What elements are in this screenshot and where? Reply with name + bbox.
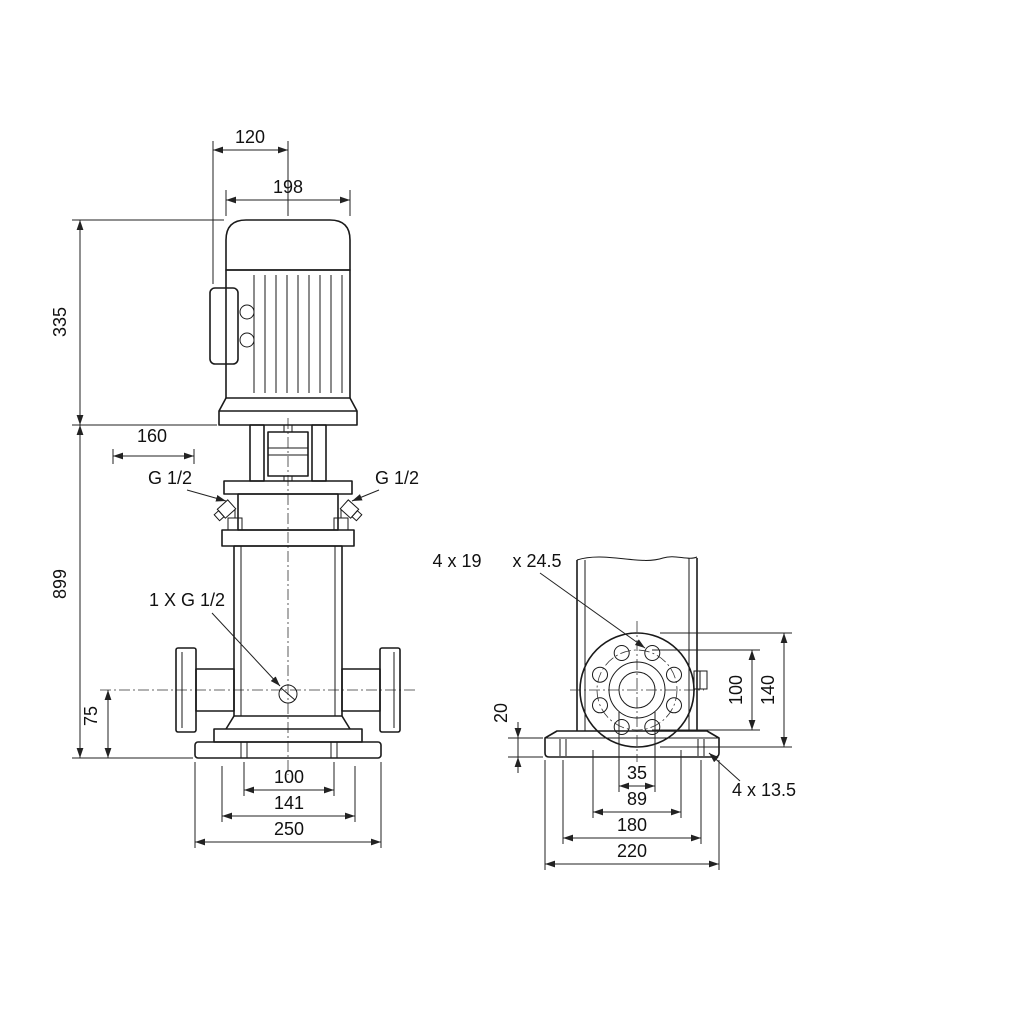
label-drain: 1 X G 1/2 (149, 590, 281, 687)
dim-label-100-side: 100 (726, 675, 746, 705)
cable-entry-hole (239, 332, 255, 348)
label-base-holes: 4 x 13.5 (708, 752, 796, 800)
base-holes-label: 4 x 13.5 (732, 780, 796, 800)
motor (209, 219, 358, 426)
dim-label-180: 180 (617, 815, 647, 835)
dim-label-198: 198 (273, 177, 303, 197)
dim-label-899: 899 (50, 569, 70, 599)
counterbore-label: x 24.5 (512, 551, 561, 571)
suction-flange (175, 647, 235, 733)
front-view: 120 198 335 899 160 G 1/2 (50, 127, 419, 848)
dim-flange-od-140: 140 (660, 632, 792, 748)
dim-label-250: 250 (274, 819, 304, 839)
dim-motor-top-width: 120 (212, 127, 289, 284)
dim-label-335: 335 (50, 307, 70, 337)
chamber-stack (233, 545, 343, 717)
dim-mid-89: 89 (592, 750, 682, 818)
motor-cooling-fins (253, 275, 343, 393)
drain-label: 1 X G 1/2 (149, 590, 225, 610)
dim-base-100: 100 (243, 762, 335, 796)
dim-label-220: 220 (617, 841, 647, 861)
dim-label-141: 141 (274, 793, 304, 813)
dim-base-250: 250 (194, 762, 382, 848)
dim-bore-35: 35 (618, 712, 656, 792)
dim-base-width-220: 220 (544, 760, 720, 870)
flange-holes-label: 4 x 19 (432, 551, 481, 571)
dim-base-141: 141 (221, 766, 356, 822)
bolt-circle (596, 649, 678, 731)
terminal-box (209, 287, 239, 365)
dim-holes-180: 180 (562, 760, 702, 844)
side-base (544, 730, 720, 758)
plug-label-right: G 1/2 (375, 468, 419, 488)
dim-label-75: 75 (81, 706, 101, 726)
flange-bolt-holes (592, 645, 682, 735)
side-view: 4 x 19 x 24.5 20 100 140 (432, 551, 796, 870)
vent-plug-left (213, 499, 237, 522)
dim-motor-diameter: 198 (225, 177, 351, 216)
coupling (267, 431, 309, 477)
staybolt-nut-right (333, 517, 349, 531)
dim-label-120: 120 (235, 127, 265, 147)
cable-entry-hole (239, 304, 255, 320)
discharge-flange (341, 647, 401, 733)
dim-coupling: 160 (112, 426, 195, 464)
dim-label-100: 100 (274, 767, 304, 787)
dim-label-140: 140 (758, 675, 778, 705)
vent-plug-right (339, 499, 363, 522)
motor-stool (249, 424, 327, 482)
label-g12-right: G 1/2 (351, 468, 419, 502)
motor-flange (218, 410, 358, 426)
dim-plate-thickness: 20 (491, 703, 543, 773)
label-g12-left: G 1/2 (148, 468, 227, 502)
dim-label-160: 160 (137, 426, 167, 446)
side-body (576, 556, 708, 731)
label-flange-holes: 4 x 19 x 24.5 (432, 551, 646, 649)
drain-plug (278, 684, 298, 704)
pump-base (194, 715, 382, 759)
dim-label-20: 20 (491, 703, 511, 723)
dim-label-89: 89 (627, 789, 647, 809)
dim-port-height: 75 (81, 690, 112, 758)
plug-label-left: G 1/2 (148, 468, 192, 488)
staybolt-nut-left (227, 517, 243, 531)
break-line (576, 556, 698, 561)
dim-heights: 335 899 (50, 219, 224, 759)
dim-label-35: 35 (627, 763, 647, 783)
dim-bolt-circle-100: 100 (652, 649, 760, 731)
